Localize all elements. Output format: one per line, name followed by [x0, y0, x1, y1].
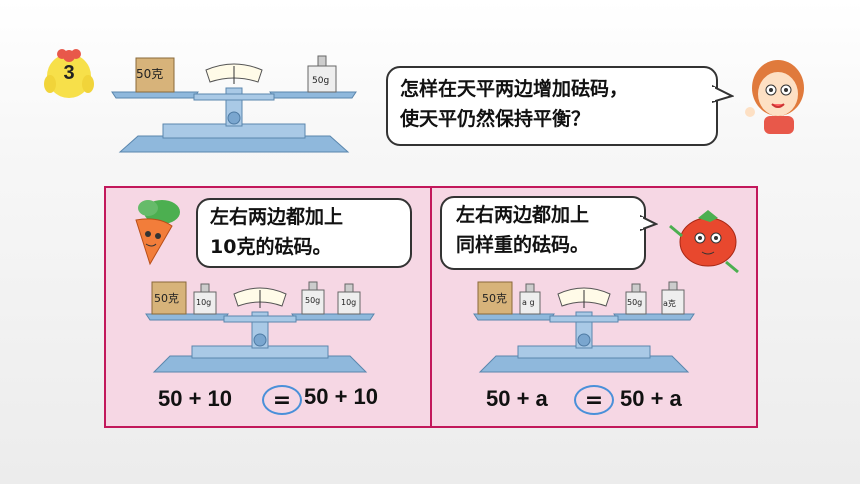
left-bubble: 左右两边都加上 10克的砝码。 — [196, 198, 412, 268]
left-weight-label-b: 50g — [305, 296, 321, 305]
right-weight-label-b: 50g — [627, 298, 643, 307]
right-equals-circle: = — [574, 385, 614, 415]
question-line-1: 怎样在天平两边增加砝码， — [400, 78, 629, 100]
left-weight-label-a: 10g — [196, 298, 212, 307]
right-bubble-tail — [640, 214, 658, 232]
top-block-label: 50克 — [136, 67, 164, 81]
left-weight-label-c: 10g — [341, 298, 357, 307]
right-block-label: 50克 — [482, 292, 507, 305]
right-weight-label-c: a克 — [663, 299, 676, 308]
problem-number: 3 — [63, 61, 75, 84]
tomato-character-icon — [669, 210, 739, 274]
top-balance-scale — [111, 55, 357, 153]
left-bubble-line-1: 左右两边都加上 — [210, 206, 344, 228]
girl-character-icon — [745, 60, 804, 134]
right-bubble-line-1: 左右两边都加上 — [456, 204, 590, 226]
left-equals-circle: = — [262, 385, 302, 415]
left-bubble-line-2: 10克的砝码。 — [210, 236, 332, 258]
chick-icon — [44, 49, 94, 98]
question-line-2: 使天平仍然保持平衡？ — [400, 108, 591, 130]
right-bubble-line-2: 同样重的砝码。 — [456, 234, 590, 256]
left-balance-scale — [145, 281, 375, 373]
left-equation-left: 50 + 10 — [158, 386, 233, 411]
right-equation-right: 50 + a — [620, 386, 682, 411]
bubble-tail — [712, 84, 734, 104]
right-equals-sign: = — [584, 387, 604, 413]
right-equation-left: 50 + a — [486, 386, 548, 411]
left-equals-sign: = — [272, 387, 292, 413]
top-weight-label: 50g — [312, 76, 330, 86]
left-block-label: 50克 — [154, 292, 179, 305]
right-balance-scale — [473, 281, 695, 373]
left-equation-right: 50 + 10 — [304, 384, 379, 409]
carrot-character-icon — [135, 200, 180, 266]
problem-number-badge: 3 — [40, 44, 98, 102]
right-weight-label-a: a g — [522, 298, 535, 307]
right-bubble: 左右两边都加上 同样重的砝码。 — [440, 196, 646, 270]
question-bubble: 怎样在天平两边增加砝码， 使天平仍然保持平衡？ — [386, 66, 718, 146]
